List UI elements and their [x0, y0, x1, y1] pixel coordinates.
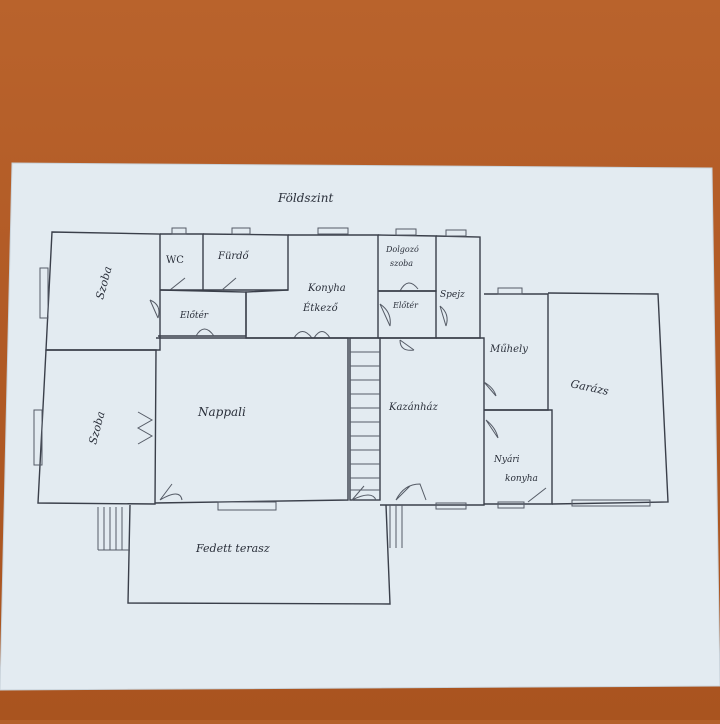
label-muhely: Műhely: [489, 344, 528, 355]
label-fedett-terasz: Fedett terasz: [195, 542, 270, 555]
label-eloter-right: Előtér: [392, 301, 419, 310]
room-nyari-konyha: Nyári konyha: [484, 409, 553, 509]
paper: [0, 163, 720, 690]
room-fedett-terasz: Fedett terasz: [97, 504, 403, 605]
label-kazanhaz: Kazánház: [388, 402, 439, 413]
label-konyha-2: Étkező: [302, 302, 339, 314]
staircase: [349, 337, 381, 501]
plan-title: Földszint: [277, 191, 333, 205]
room-nappali: Nappali: [136, 337, 349, 511]
label-nyari-1: Nyári: [493, 454, 520, 465]
label-nyari-2: konyha: [505, 474, 538, 484]
room-szoba-top: Szoba: [39, 231, 161, 351]
label-dolgozo-1: Dolgozó: [385, 245, 419, 254]
label-dolgozo-2: szoba: [390, 259, 413, 268]
label-eloter-left: Előtér: [179, 310, 209, 321]
label-spejz: Spejz: [440, 290, 465, 300]
room-konyha: Konyha Étkező: [245, 227, 379, 339]
label-wc: WC: [166, 255, 184, 266]
label-konyha-1: Konyha: [307, 283, 346, 294]
label-furdo: Fürdő: [217, 251, 250, 262]
room-kazanhaz: Kazánház: [380, 337, 485, 510]
room-furdo: Fürdő: [202, 227, 289, 291]
label-nappali: Nappali: [197, 405, 246, 419]
